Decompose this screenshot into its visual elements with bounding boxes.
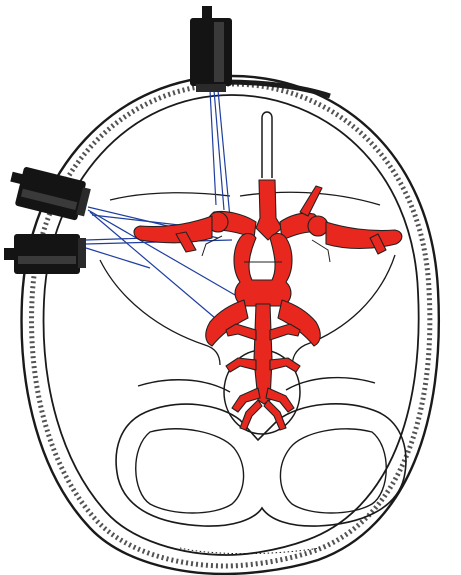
ultrasound-beams [86,90,235,318]
probe-lower-highlight [18,256,76,264]
cerebellum-right [280,429,386,513]
beam-lower-3 [86,248,150,268]
probe-lower-body [14,234,80,274]
middle-fossa-right [292,255,395,368]
probe-upper [190,6,232,92]
anterior-cerebral-artery [256,180,282,240]
anterior-fossa-left [110,193,230,200]
cerebellum-left [136,429,244,513]
probe-upper-body [190,18,232,86]
posterior-cerebral-artery-right [278,300,320,346]
ica-right [308,216,328,236]
choroidal-branch-right [300,186,322,216]
ultrasound-probe-icon [4,234,86,274]
probe-lower [4,234,86,274]
circle-ring [234,234,292,307]
ultrasound-probe-icon [190,6,232,92]
petrous-ridge-left [138,380,230,392]
probe-middle [5,164,92,222]
aica-right [270,358,300,372]
ultrasound-probe-icon [5,164,92,222]
crista-galli [262,112,272,178]
probe-upper-cable [202,6,212,20]
probe-upper-highlight [214,22,224,82]
probe-upper-tip [196,84,226,92]
middle-cerebral-artery-left [134,216,212,243]
aica-left [226,358,256,372]
middle-cerebral-artery-right [326,222,402,249]
posterior-cerebral-artery-left [206,300,248,346]
circle-of-willis [134,180,402,430]
probe-lower-tip [78,238,86,268]
